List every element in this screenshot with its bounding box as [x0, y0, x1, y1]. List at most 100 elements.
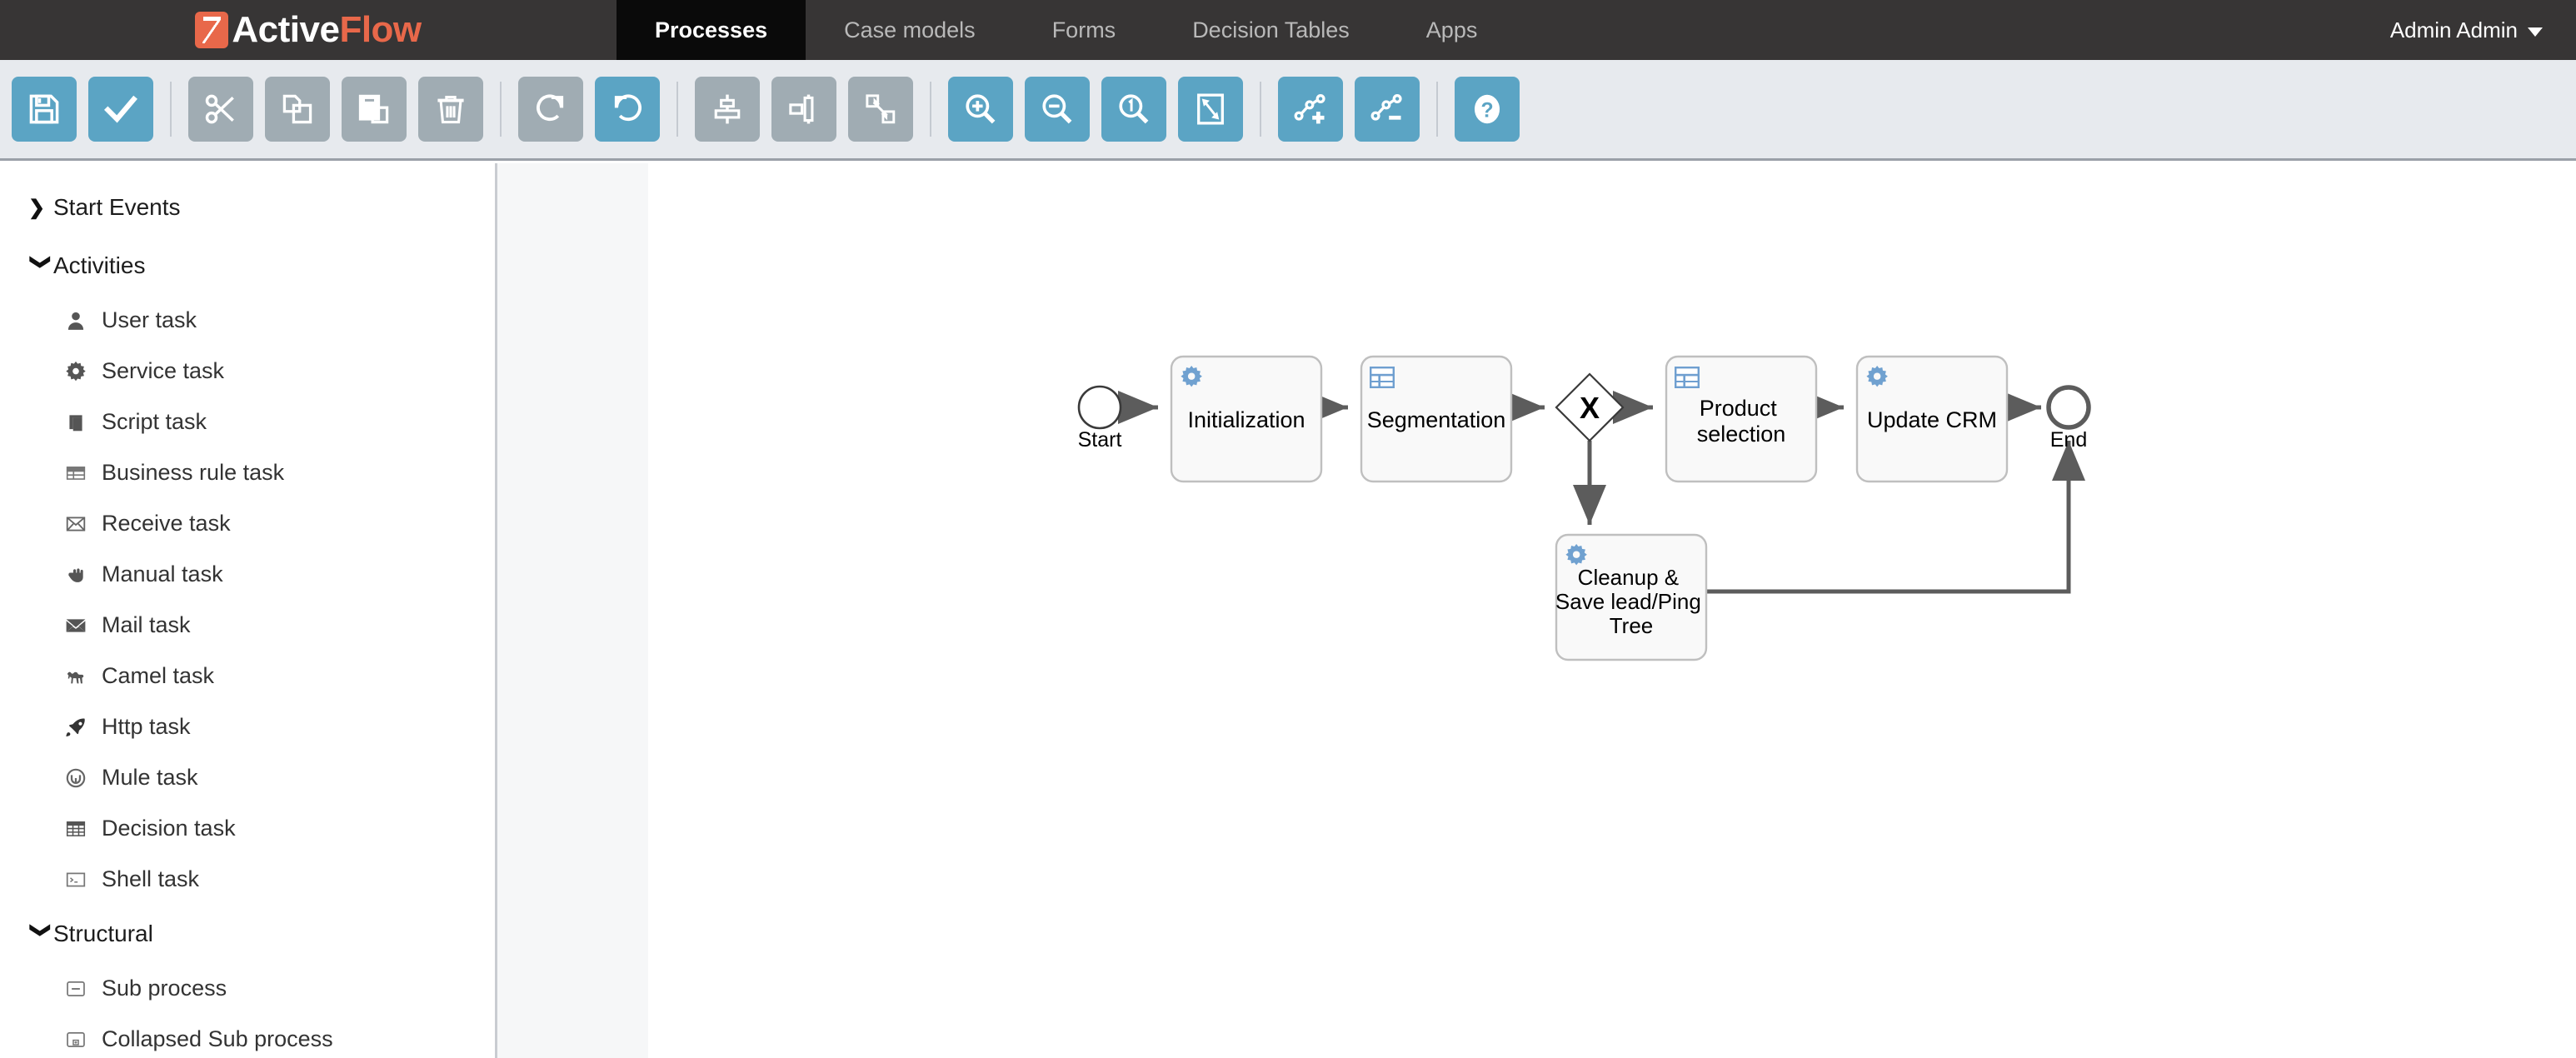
palette-group-structural[interactable]: ❯ Structural	[0, 905, 495, 963]
palette-item-shell-task-label: Shell task	[102, 866, 200, 891]
gear-icon	[63, 359, 88, 384]
validate-button[interactable]	[88, 77, 153, 142]
palette-item-business-rule-task[interactable]: Business rule task	[0, 447, 495, 498]
palette-item-http-task-label: Http task	[102, 714, 191, 739]
activeflow-bolt-icon	[195, 12, 229, 48]
redo-button[interactable]	[518, 77, 583, 142]
zoom-in-button[interactable]	[948, 77, 1013, 142]
palette-item-service-task-label: Service task	[102, 358, 225, 383]
same-size-button[interactable]	[848, 77, 913, 142]
logo-text-secondary: Flow	[339, 9, 422, 50]
table-icon	[1370, 367, 1395, 388]
palette-item-sub-process[interactable]: Sub process	[0, 963, 495, 1014]
palette-item-service-task[interactable]: Service task	[0, 346, 495, 397]
palette-item-sub-process-label: Sub process	[102, 976, 227, 1001]
gateway-x-icon: X	[1580, 391, 1600, 425]
zoom-out-button[interactable]	[1025, 77, 1090, 142]
palette-item-mail-task[interactable]: Mail task	[0, 600, 495, 651]
remove-bendpoint-button[interactable]	[1355, 77, 1420, 142]
palette-item-user-task[interactable]: User task	[0, 295, 495, 346]
copy-button[interactable]	[265, 77, 330, 142]
logo-text-primary: Active	[232, 9, 340, 50]
palette-group-start-events[interactable]: ❯ Start Events	[0, 178, 495, 237]
node-start-event-label: Start	[1078, 428, 1122, 452]
editor-toolbar: ?	[0, 60, 2576, 161]
palette-item-mail-task-label: Mail task	[102, 612, 191, 637]
tab-processes-label: Processes	[655, 17, 768, 42]
palette-item-mule-task-label: Mule task	[102, 765, 198, 790]
subprocess-collapsed-icon	[63, 1027, 88, 1052]
flow-cleanup-to-end[interactable]	[1706, 441, 2085, 594]
palette-item-script-task-label: Script task	[102, 409, 207, 434]
bpmn-canvas[interactable]: Start Initialization	[648, 163, 2576, 1058]
cut-button[interactable]	[188, 77, 253, 142]
palette-item-camel-task[interactable]: Camel task	[0, 651, 495, 701]
palette-item-manual-task[interactable]: Manual task	[0, 549, 495, 600]
palette-item-mule-task[interactable]: Mule task	[0, 752, 495, 803]
nav-tabs: Processes Case models Forms Decision Tab…	[617, 0, 1515, 60]
help-button[interactable]: ?	[1455, 77, 1520, 142]
hand-icon	[63, 562, 88, 587]
node-product-selection-line2: selection	[1697, 422, 1786, 447]
align-horizontal-button[interactable]	[771, 77, 836, 142]
palette-item-receive-task[interactable]: Receive task	[0, 498, 495, 549]
node-end-event[interactable]: End	[2046, 385, 2091, 452]
palette-item-business-rule-task-label: Business rule task	[102, 460, 285, 485]
table-icon	[1675, 367, 1700, 388]
toolbar-separator	[930, 82, 931, 137]
palette-item-http-task[interactable]: Http task	[0, 701, 495, 752]
node-initialization-label: Initialization	[1187, 407, 1305, 432]
rocket-icon	[63, 715, 88, 740]
save-button[interactable]	[12, 77, 77, 142]
svg-text:?: ?	[1480, 100, 1493, 122]
user-menu[interactable]: Admin Admin	[2390, 17, 2543, 43]
tab-forms[interactable]: Forms	[1014, 0, 1155, 60]
palette-item-script-task[interactable]: Script task	[0, 397, 495, 447]
envelope-solid-icon	[63, 613, 88, 638]
add-bendpoint-button[interactable]	[1278, 77, 1343, 142]
toolbar-separator	[1260, 82, 1261, 137]
toolbar-group-align	[695, 77, 913, 142]
node-start-event[interactable]: Start	[1078, 385, 1122, 452]
palette-item-collapsed-sub-process[interactable]: Collapsed Sub process	[0, 1014, 495, 1058]
nav-right-section: Admin Admin	[2390, 0, 2576, 60]
chevron-down-icon: ❯	[29, 253, 52, 271]
palette-item-decision-task-label: Decision task	[102, 816, 236, 841]
tab-processes[interactable]: Processes	[617, 0, 806, 60]
node-segmentation[interactable]: Segmentation	[1360, 355, 1513, 483]
node-product-selection-label: Product selection	[1697, 396, 1786, 447]
tab-apps[interactable]: Apps	[1388, 0, 1516, 60]
zoom-actual-button[interactable]	[1101, 77, 1166, 142]
palette-item-decision-task[interactable]: Decision task	[0, 803, 495, 854]
palette-item-shell-task[interactable]: Shell task	[0, 854, 495, 905]
table-icon	[63, 461, 88, 486]
palette-group-structural-label: Structural	[53, 921, 153, 946]
bpmn-diagram[interactable]: Start Initialization	[648, 163, 2574, 1058]
undo-button[interactable]	[595, 77, 660, 142]
palette-item-receive-task-label: Receive task	[102, 511, 231, 536]
paste-button[interactable]	[342, 77, 407, 142]
align-vertical-button[interactable]	[695, 77, 760, 142]
tab-decision-tables[interactable]: Decision Tables	[1154, 0, 1388, 60]
node-update-crm[interactable]: Update CRM	[1855, 355, 2009, 483]
node-exclusive-gateway[interactable]: X	[1555, 372, 1625, 442]
palette-item-manual-task-label: Manual task	[102, 561, 223, 586]
chevron-down-icon: ❯	[29, 921, 52, 939]
delete-button[interactable]	[418, 77, 483, 142]
tab-case-models[interactable]: Case models	[806, 0, 1014, 60]
scroll-icon	[63, 410, 88, 435]
zoom-fit-button[interactable]	[1178, 77, 1243, 142]
grid-icon	[63, 816, 88, 841]
chevron-right-icon: ❯	[28, 196, 46, 219]
tab-decision-tables-label: Decision Tables	[1192, 17, 1350, 42]
palette-item-collapsed-sub-process-label: Collapsed Sub process	[102, 1026, 333, 1051]
node-update-crm-label: Update CRM	[1867, 407, 1997, 432]
palette-group-activities[interactable]: ❯ Activities	[0, 237, 495, 295]
node-product-selection[interactable]: Product selection	[1665, 355, 1818, 483]
node-end-event-label: End	[2050, 428, 2087, 452]
node-initialization[interactable]: Initialization	[1170, 355, 1323, 483]
node-cleanup-save-lead[interactable]: Cleanup & Save lead/Ping Tree	[1555, 533, 1708, 661]
toolbar-group-clipboard	[188, 77, 483, 142]
